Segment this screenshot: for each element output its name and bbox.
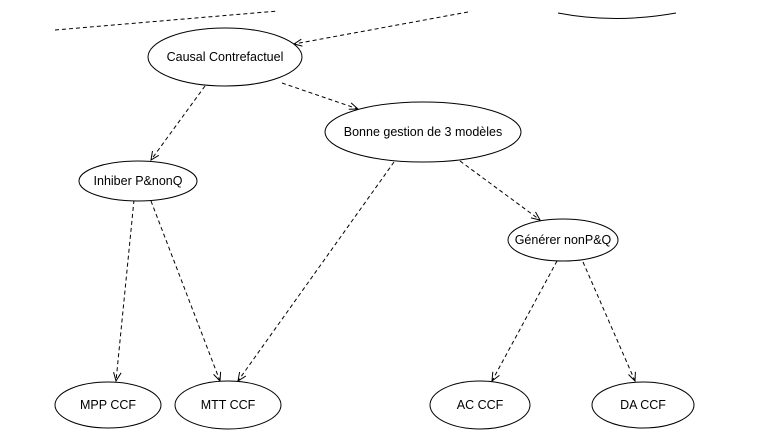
node-label: DA CCF xyxy=(620,398,666,412)
node-label: AC CCF xyxy=(457,398,504,412)
node-mpp-ccf[interactable]: MPP CCF xyxy=(54,381,162,429)
node-bonne-gestion[interactable]: Bonne gestion de 3 modèles xyxy=(324,101,522,163)
edge-arrowhead xyxy=(348,102,360,110)
node-ac-ccf[interactable]: AC CCF xyxy=(429,380,531,430)
edge-generer-to-da xyxy=(582,261,636,383)
partial-dashed-line-top-left xyxy=(54,10,279,31)
node-ellipse xyxy=(429,380,531,430)
edge-line xyxy=(491,260,558,382)
edge-inhiber-to-mtt xyxy=(150,200,222,383)
edge-line xyxy=(293,11,469,45)
node-ellipse xyxy=(324,101,522,163)
node-ellipse xyxy=(591,381,695,429)
edge-line xyxy=(281,82,359,110)
edge-line xyxy=(150,200,221,382)
edge-line xyxy=(115,199,135,382)
edge-line xyxy=(459,160,541,221)
edge-line xyxy=(150,85,206,161)
node-generer[interactable]: Générer nonP&Q xyxy=(507,218,619,262)
node-causal-contrefactuel[interactable]: Causal Contrefactuel xyxy=(147,27,303,87)
node-label: MPP CCF xyxy=(80,398,136,412)
edge-line xyxy=(237,161,395,382)
node-layer: Causal Contrefactuel Bonne gestion de 3 … xyxy=(54,27,695,430)
node-label: Inhiber P&nonQ xyxy=(94,174,183,188)
edge-arrowhead xyxy=(113,371,122,383)
node-da-ccf[interactable]: DA CCF xyxy=(591,381,695,429)
node-ellipse xyxy=(147,27,303,87)
edge-arrowhead xyxy=(491,371,500,383)
edge-incoming-causal xyxy=(292,11,469,47)
edge-layer xyxy=(113,11,636,383)
edge-bonne-to-mtt xyxy=(237,161,395,383)
edge-arrowhead xyxy=(150,150,160,161)
node-ellipse xyxy=(78,160,198,202)
edge-bonne-to-generer xyxy=(459,160,541,221)
cropped-artifacts xyxy=(54,10,677,31)
node-ellipse xyxy=(174,380,282,430)
node-ellipse xyxy=(507,218,619,262)
node-ellipse xyxy=(54,381,162,429)
edge-causal-to-inhiber xyxy=(150,85,206,161)
node-label: MTT CCF xyxy=(201,398,256,412)
edge-line xyxy=(582,261,636,382)
node-label: Générer nonP&Q xyxy=(515,233,612,247)
partial-ellipse-top-right xyxy=(557,12,677,19)
node-label: Bonne gestion de 3 modèles xyxy=(344,125,502,139)
edge-generer-to-ac xyxy=(491,260,558,383)
edge-arrowhead xyxy=(530,211,541,221)
edge-causal-to-bonne xyxy=(281,82,360,110)
edge-arrowhead xyxy=(628,371,636,383)
node-inhiber[interactable]: Inhiber P&nonQ xyxy=(78,160,198,202)
node-label: Causal Contrefactuel xyxy=(167,50,284,64)
edge-inhiber-to-mpp xyxy=(113,199,135,383)
node-mtt-ccf[interactable]: MTT CCF xyxy=(174,380,282,430)
